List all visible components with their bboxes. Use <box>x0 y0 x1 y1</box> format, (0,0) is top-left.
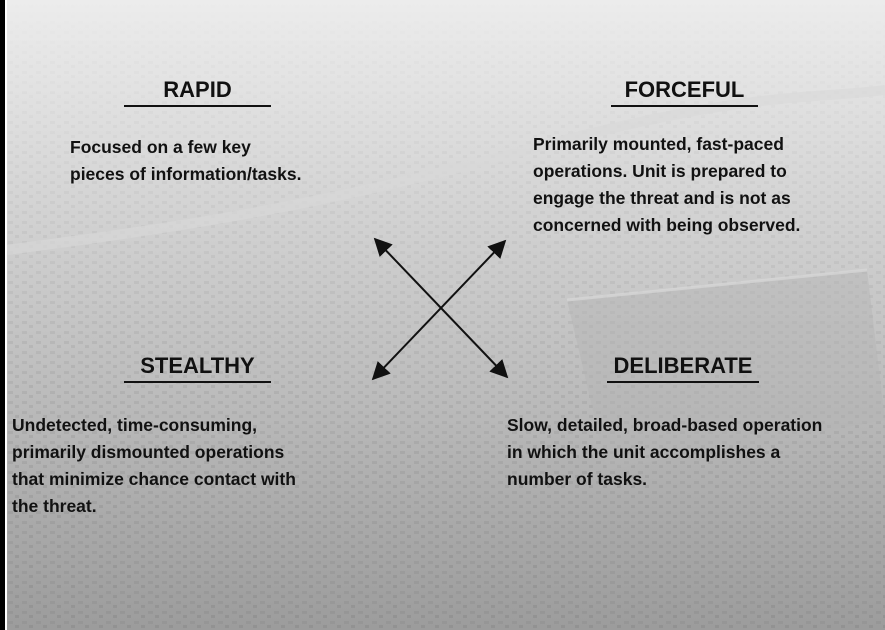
rapid-title: RAPID <box>124 77 271 107</box>
deliberate-title: DELIBERATE <box>607 353 759 383</box>
left-border-rule <box>0 0 5 630</box>
crossed-arrows <box>371 237 509 381</box>
stealthy-title: STEALTHY <box>124 353 271 383</box>
forceful-stealthy-arrow <box>371 239 507 381</box>
slide-background: RAPID Focused on a few key pieces of inf… <box>7 0 885 630</box>
deliberate-description: Slow, detailed, broad-based operation in… <box>507 415 823 489</box>
forceful-description: Primarily mounted, fast-paced operations… <box>533 134 801 235</box>
rapid-description: Focused on a few key pieces of informati… <box>70 137 302 184</box>
stealthy-description: Undetected, time-consuming, primarily di… <box>12 415 296 516</box>
forceful-title: FORCEFUL <box>611 77 758 107</box>
